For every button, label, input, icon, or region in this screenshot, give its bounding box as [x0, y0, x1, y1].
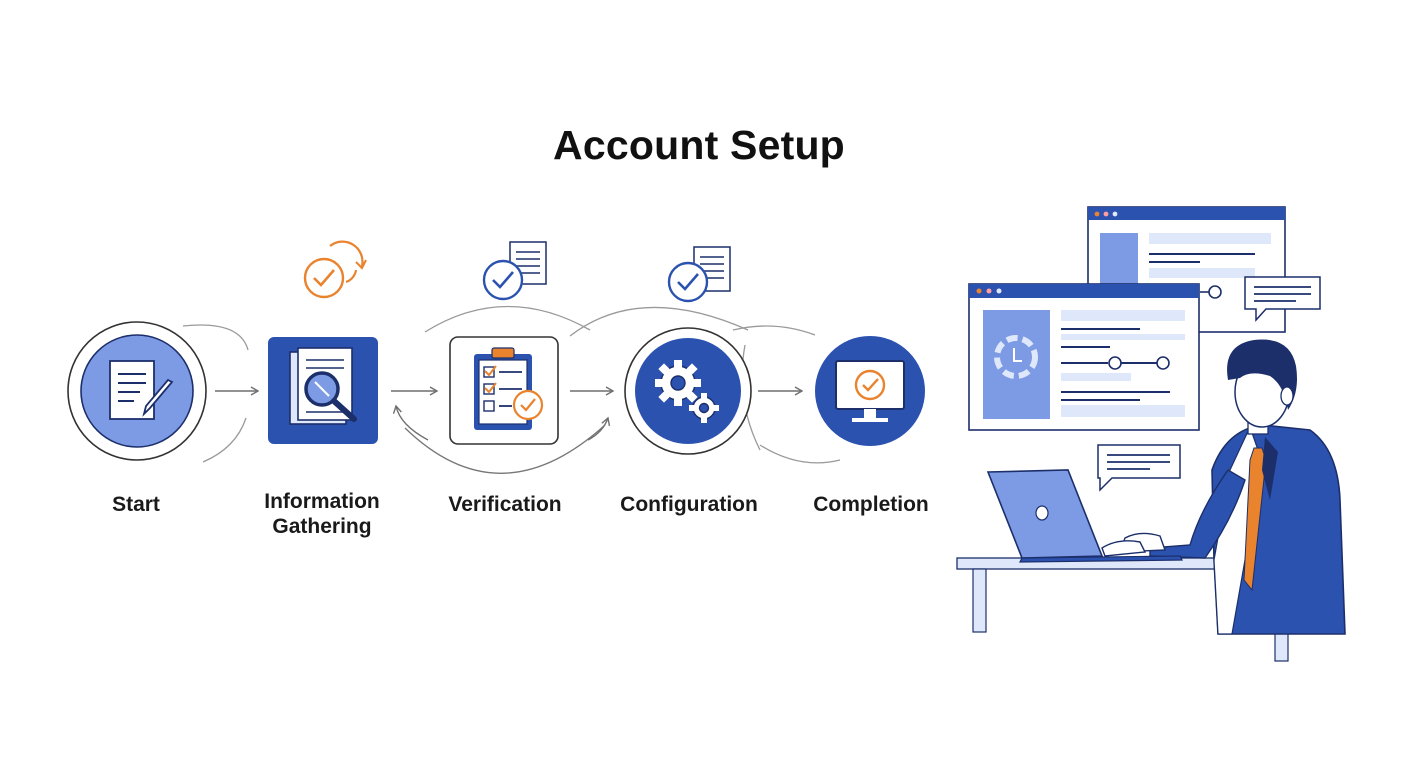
flow-connectors — [182, 305, 841, 474]
person — [1118, 339, 1346, 635]
step-label-start: Start — [112, 493, 160, 516]
step-label-configuration: Configuration — [620, 493, 758, 516]
step-information-gathering — [268, 337, 378, 444]
arrow-loop-back — [392, 404, 429, 441]
browser-window-front — [968, 283, 1200, 431]
chat-bubble-bottom — [1097, 444, 1181, 492]
person-at-laptop-illustration — [956, 206, 1346, 662]
chat-bubble-top — [1244, 276, 1321, 322]
check-refresh-icon — [303, 240, 367, 299]
monitor-check-icon — [835, 360, 905, 422]
step-label-completion: Completion — [813, 493, 929, 516]
check-document-icon-2 — [667, 246, 731, 303]
arrow-loop-forward — [587, 416, 611, 441]
step-completion — [815, 336, 925, 446]
document-pencil-icon — [109, 360, 174, 420]
step-label-information-gathering: Information Gathering — [264, 490, 380, 538]
step-verification — [449, 336, 559, 445]
step-start — [67, 321, 207, 461]
hand — [1101, 540, 1147, 557]
document-magnifier-icon — [289, 347, 357, 425]
check-document-icon — [482, 241, 547, 301]
flow-arrows — [215, 386, 804, 441]
clipboard-checklist-icon — [474, 347, 544, 430]
page-title: Account Setup — [553, 122, 845, 168]
gears-icon — [655, 360, 719, 423]
laptop — [986, 469, 1183, 563]
step-configuration — [624, 327, 752, 455]
step-label-verification: Verification — [448, 493, 562, 516]
